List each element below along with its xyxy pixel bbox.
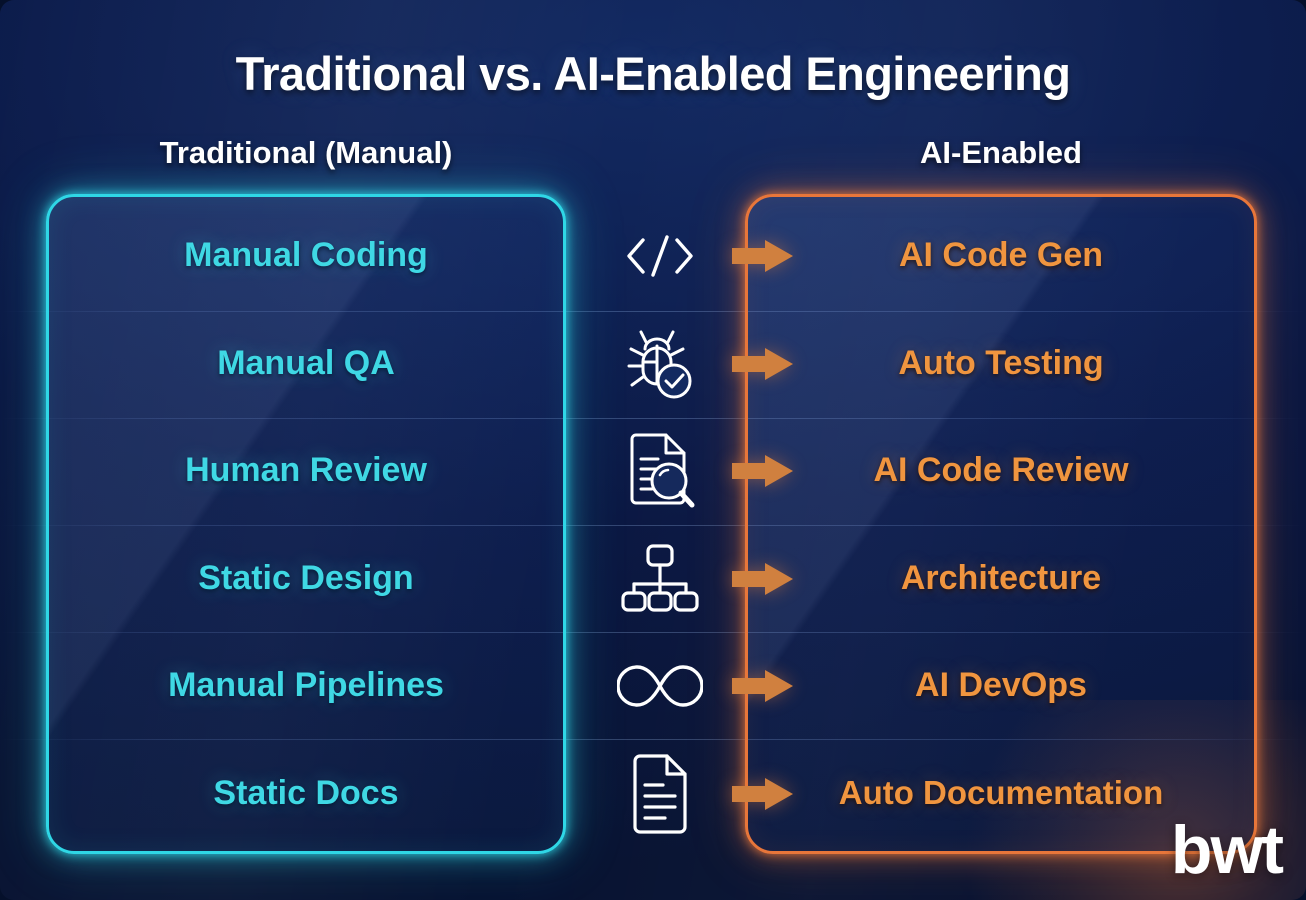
- document-search-icon: [600, 430, 720, 514]
- ai-item-ai-code-gen: AI Code Gen: [898, 236, 1104, 274]
- traditional-item-manual-pipelines: Manual Pipelines: [168, 666, 444, 704]
- ai-enabled-panel: [745, 194, 1257, 854]
- traditional-item-manual-coding: Manual Coding: [184, 236, 428, 274]
- column-header-traditional: Traditional (Manual): [159, 135, 453, 170]
- ai-item-ai-code-review: AI Code Review: [873, 451, 1129, 489]
- traditional-item-manual-qa: Manual QA: [217, 344, 395, 382]
- page-title: Traditional vs. AI-Enabled Engineering: [235, 47, 1071, 100]
- ai-item-ai-devops: AI DevOps: [915, 666, 1087, 704]
- ai-item-auto-testing: Auto Testing: [898, 344, 1104, 382]
- traditional-item-human-review: Human Review: [185, 451, 427, 489]
- traditional-item-static-design: Static Design: [198, 559, 414, 597]
- bug-check-icon: [600, 325, 720, 403]
- traditional-panel: [46, 194, 566, 854]
- arrow-right-icon: [726, 668, 800, 704]
- arrow-right-icon: [726, 776, 800, 812]
- arrow-right-icon: [726, 238, 800, 274]
- ai-item-architecture: Architecture: [900, 559, 1102, 597]
- sitemap-icon: [600, 540, 720, 616]
- ai-item-auto-documentation: Auto Documentation: [838, 774, 1164, 811]
- infinity-devops-icon: [600, 655, 720, 717]
- code-brackets-icon: [600, 228, 720, 284]
- column-header-ai-enabled: AI-Enabled: [920, 135, 1082, 170]
- bwt-logo: bwt: [1170, 812, 1284, 888]
- document-lines-icon: [600, 752, 720, 836]
- arrow-right-icon: [726, 561, 800, 597]
- arrow-right-icon: [726, 346, 800, 382]
- arrow-right-icon: [726, 453, 800, 489]
- traditional-item-static-docs: Static Docs: [213, 774, 399, 812]
